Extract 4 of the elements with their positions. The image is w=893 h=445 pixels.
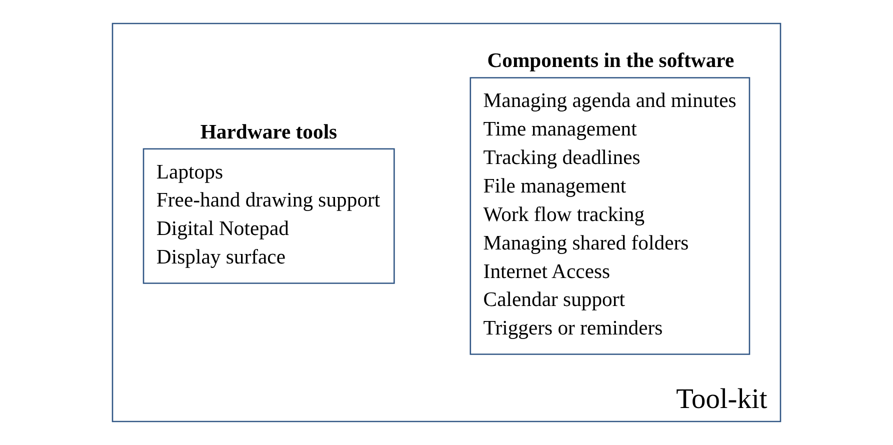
node-label: Hardware tools [200, 121, 338, 144]
node-box: Laptops Free-hand drawing support Digital Notepad Display surface [142, 148, 395, 284]
node-box: Managing agenda and minutes Time management Tracking deadlines File management Work flow tracking Managing shared folders Internet Access Calendar support Triggers or reminders [470, 77, 750, 355]
node-label: Components in the software [487, 50, 734, 72]
